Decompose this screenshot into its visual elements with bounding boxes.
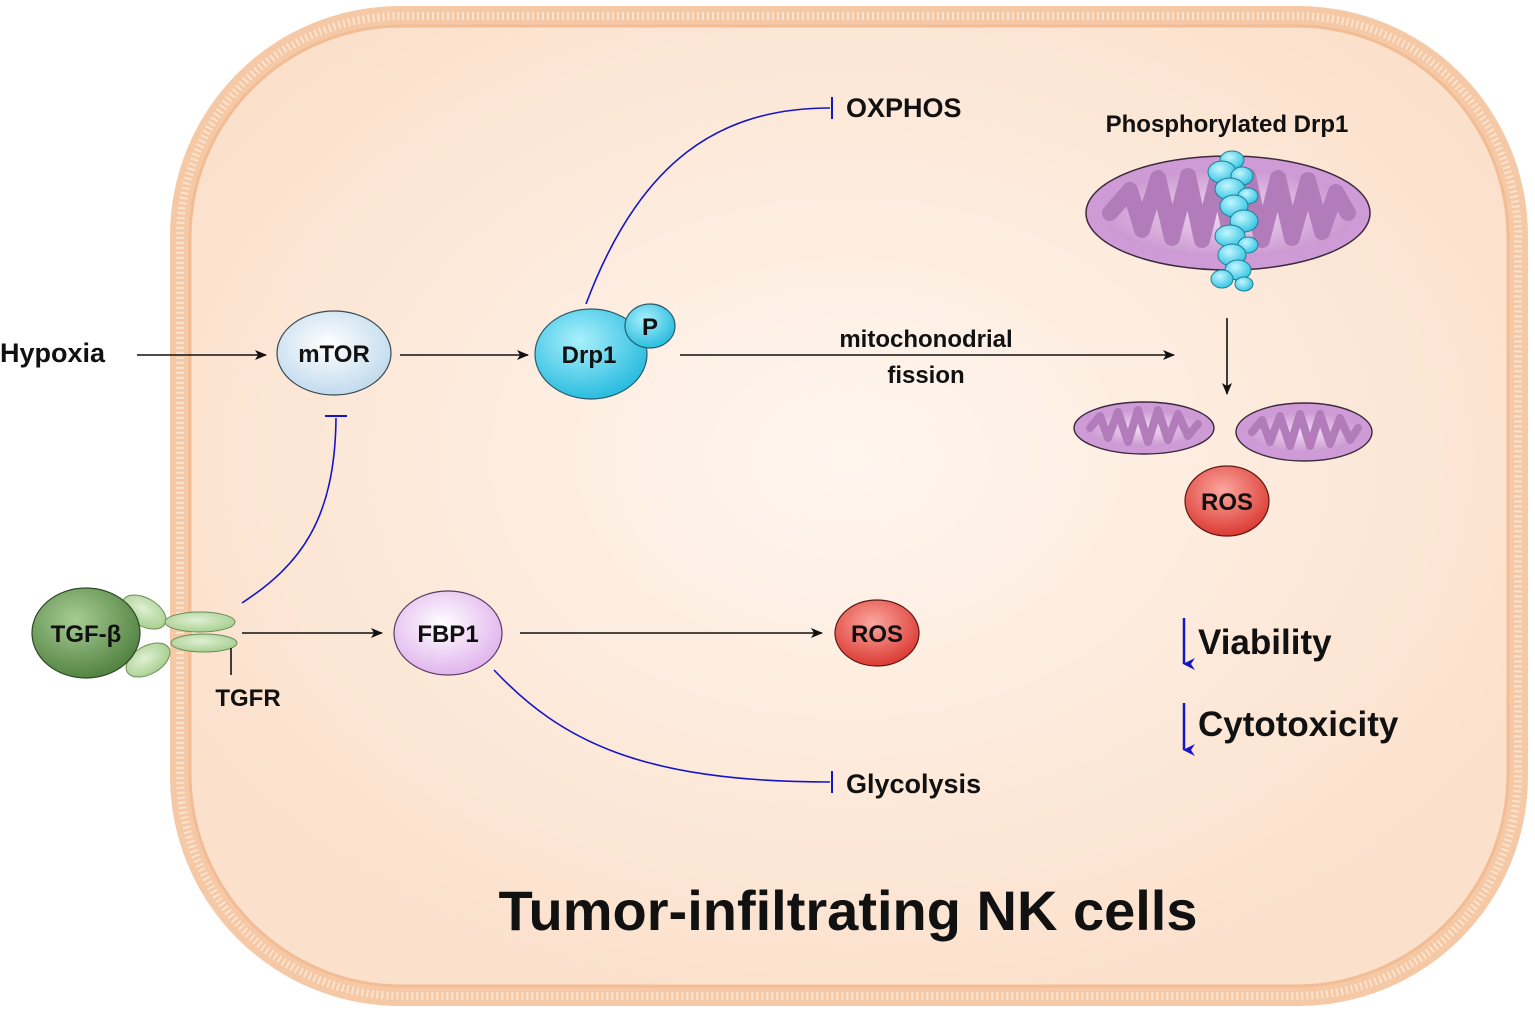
- hypoxia-label: Hypoxia: [0, 338, 106, 368]
- cytotoxicity-label: Cytotoxicity: [1198, 705, 1399, 744]
- phosphorylated-drp1-label: Phosphorylated Drp1: [1106, 111, 1349, 138]
- drp1-label: Drp1: [562, 342, 617, 369]
- tgf-beta-label: TGF-β: [51, 621, 122, 648]
- mtor-label: mTOR: [298, 341, 370, 368]
- tgf-beta-node: TGF-β: [31, 587, 141, 679]
- phosphate-label: P: [642, 314, 658, 341]
- ros-fbp1-label: ROS: [851, 621, 903, 648]
- viability-label: Viability: [1198, 623, 1332, 662]
- fission-label-line2: fission: [887, 362, 964, 389]
- tgfr-label: TGFR: [215, 685, 280, 712]
- oxphos-label: OXPHOS: [846, 93, 962, 123]
- tgfr-inhibits-mtor: [241, 417, 337, 604]
- fission-label-line1: mitochonodrial: [839, 326, 1012, 353]
- phosphate-badge: [624, 303, 676, 349]
- tgfr-receptor: [121, 594, 238, 678]
- fragmented-mitochondrion-left: [1073, 401, 1215, 455]
- drp1-ring-icon: [1207, 150, 1259, 292]
- fbp1-label: FBP1: [417, 621, 478, 648]
- ros-node-fbp1: ROS: [834, 599, 920, 667]
- mtor-node: mTOR: [276, 310, 392, 396]
- fbp1-node: FBP1: [393, 590, 503, 676]
- fbp1-inhibits-glycolysis: [493, 669, 831, 783]
- fragmented-mitochondrion-right: [1235, 402, 1373, 462]
- drp1-node: Drp1 P: [534, 303, 676, 400]
- cell-title: Tumor-infiltrating NK cells: [499, 879, 1198, 942]
- cell-membrane: [170, 6, 1528, 1006]
- glycolysis-label: Glycolysis: [846, 769, 981, 799]
- ros-fission-label: ROS: [1201, 489, 1253, 516]
- ros-node-fission: ROS: [1184, 465, 1270, 537]
- drp1-inhibits-oxphos: [585, 107, 831, 305]
